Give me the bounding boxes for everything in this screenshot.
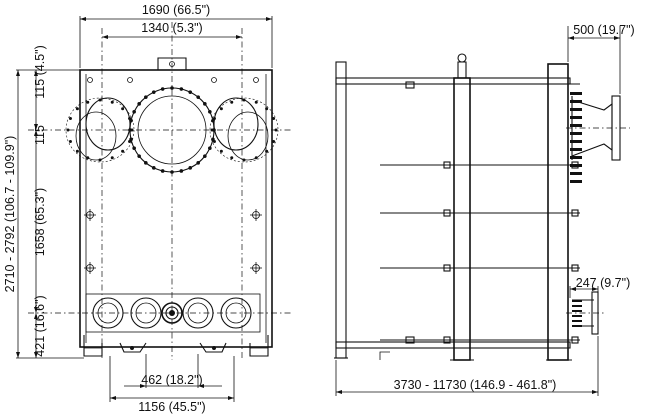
- bolt-dot: [170, 170, 174, 174]
- side-lower-connection: [566, 291, 606, 335]
- side-view: 500 (19.7") 247 (9.7") 3730 - 11730 (146…: [334, 23, 635, 396]
- front-view: 1690 (66.5") 1340 (5.3") 2710 - 2792 (10…: [3, 3, 292, 414]
- bolt-dot: [219, 149, 223, 153]
- bolt-dot: [137, 102, 141, 106]
- bolt-dot: [75, 149, 79, 153]
- left-port-mid: [85, 97, 131, 151]
- bolt-dot: [265, 107, 269, 111]
- bolt-dot: [265, 149, 269, 153]
- right-port-inner: [227, 111, 269, 161]
- side-port-bolts: [66, 98, 278, 162]
- right-port-outer: [209, 97, 279, 163]
- bolt-dot: [274, 128, 278, 132]
- bolt-dot: [272, 139, 276, 143]
- bolt-dot: [242, 98, 246, 102]
- bolt-dot: [196, 95, 200, 99]
- front-frame-plate: [79, 69, 273, 348]
- side-pressure-plate: [453, 77, 471, 361]
- bolt-dot: [212, 139, 216, 143]
- bolt-dot: [130, 128, 134, 132]
- bolt-dot: [196, 161, 200, 165]
- bolt-dot: [230, 156, 234, 160]
- dim-nozzle-length: 500 (19.7"): [573, 23, 634, 37]
- bolt-dot: [110, 100, 114, 104]
- side-support-column: [335, 61, 347, 359]
- side-bottom-rail: [335, 341, 571, 349]
- dim-top-offset: 115 (4.5"): [33, 45, 47, 99]
- bolt-dot: [210, 128, 214, 132]
- bolt-dot: [203, 154, 207, 158]
- bolt-dot: [86, 100, 90, 104]
- left-port-inner: [75, 111, 117, 161]
- bolt-dot: [98, 158, 102, 162]
- dim-port-offset: 115: [33, 125, 47, 145]
- bolt-dot: [151, 90, 156, 94]
- bolt-dot: [188, 90, 193, 94]
- bolt-dot: [86, 156, 90, 160]
- bolt-dot: [272, 117, 276, 121]
- bolt-dot: [242, 158, 246, 162]
- bolt-dot: [68, 117, 72, 121]
- bolt-dot: [66, 128, 70, 132]
- dim-base-width: 1156 (45.5"): [138, 400, 205, 414]
- bolt-dot: [179, 169, 184, 173]
- bolt-dot: [254, 156, 258, 160]
- bolt-dot: [179, 87, 184, 91]
- bolt-dot: [121, 149, 125, 153]
- bolt-dot: [132, 146, 136, 151]
- bolt-dot: [68, 139, 72, 143]
- bolt-dot: [160, 87, 165, 91]
- dim-bolt-width: 1340 (5.3"): [141, 21, 202, 35]
- bolt-dot: [75, 107, 79, 111]
- bolt-dot: [254, 100, 258, 104]
- side-tie-bolts: [350, 81, 580, 344]
- dim-connection-length: 247 (9.7"): [576, 276, 630, 290]
- bolt-dot: [151, 166, 156, 170]
- center-port-inner: [137, 95, 207, 165]
- bolt-dot: [98, 98, 102, 102]
- side-upper-nozzle: [566, 92, 630, 183]
- front-feet: [83, 335, 269, 357]
- bolt-dot: [128, 117, 132, 121]
- dim-port-spacing: 1658 (65.3"): [33, 188, 47, 256]
- dim-overall-width: 1690 (66.5"): [142, 3, 210, 17]
- bolt-dot: [110, 156, 114, 160]
- bolt-dot: [121, 107, 125, 111]
- bolt-dot: [144, 161, 148, 165]
- bolt-dot: [137, 154, 141, 158]
- bolt-dot: [208, 109, 212, 114]
- bolt-dot: [128, 139, 132, 143]
- side-top-rail: [335, 77, 571, 85]
- bolt-dot: [219, 107, 223, 111]
- dim-bottom-height: 421 (16.6"): [33, 295, 47, 356]
- bolt-dot: [132, 109, 136, 114]
- dim-foot-spacing: 462 (18.2"): [141, 373, 202, 387]
- bolt-dot: [203, 102, 207, 106]
- bolt-dot: [188, 166, 193, 170]
- bolt-dot: [170, 86, 174, 90]
- bolt-dot: [212, 117, 216, 121]
- dim-overall-height: 2710 - 2792 (106.7 - 109.9"): [3, 136, 17, 293]
- right-port-mid: [213, 97, 259, 151]
- bolt-dot: [160, 169, 165, 173]
- left-port-outer: [65, 97, 135, 163]
- plate-bolt-holes: [84, 77, 262, 274]
- bolt-dot: [230, 100, 234, 104]
- side-fixed-frame: [547, 63, 569, 361]
- bolt-dot: [144, 95, 148, 99]
- dim-frame-length: 3730 - 11730 (146.9 - 461.8"): [394, 378, 557, 392]
- bottom-ports: [85, 293, 261, 333]
- bolt-dot: [208, 146, 212, 151]
